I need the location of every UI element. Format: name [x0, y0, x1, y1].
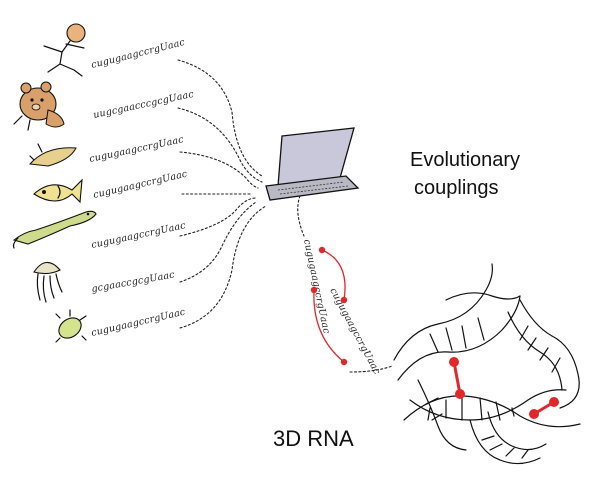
sequence-text: cugugaagccrgUaac	[90, 220, 187, 251]
jellyfish-icon	[33, 261, 63, 303]
coupling-arcs	[310, 246, 348, 366]
evolutionary-couplings-label-line1: Evolutionary	[410, 149, 520, 171]
aligned-sequence: cugugaagccrgUaac cugugaagccrgUaac	[301, 238, 382, 376]
worm-icon	[12, 210, 97, 249]
fish-icon	[33, 178, 83, 204]
rna-3d-label: 3D RNA	[273, 426, 354, 451]
sequence-text: cugugaagccrgUaac	[90, 37, 187, 71]
sequence-text: gcgaaccgcgUaac	[91, 269, 176, 295]
microbe-icon	[55, 309, 87, 343]
rna-3d-structure	[393, 263, 581, 465]
sequence-text: cugugaagccrgUaac	[90, 306, 187, 338]
bear-icon	[13, 81, 65, 131]
sequence-text: uugcgaacccgcgUaac	[92, 89, 195, 121]
sequence-to-structure-link	[349, 365, 393, 373]
laptop-icon	[265, 127, 360, 201]
laptop-to-sequence-link	[297, 195, 305, 237]
human-icon	[43, 23, 86, 77]
sequence-text: cugugaagccrgUaac	[88, 134, 185, 165]
sequence-text: cugugaagccrgUaac	[92, 168, 189, 200]
aligned-sequence-part2: cugugaagccrgUaac	[327, 286, 382, 377]
evolutionary-couplings-label-line2: couplings	[414, 177, 499, 199]
leaf-organism-icon	[28, 143, 77, 167]
sequence-links	[177, 59, 267, 329]
